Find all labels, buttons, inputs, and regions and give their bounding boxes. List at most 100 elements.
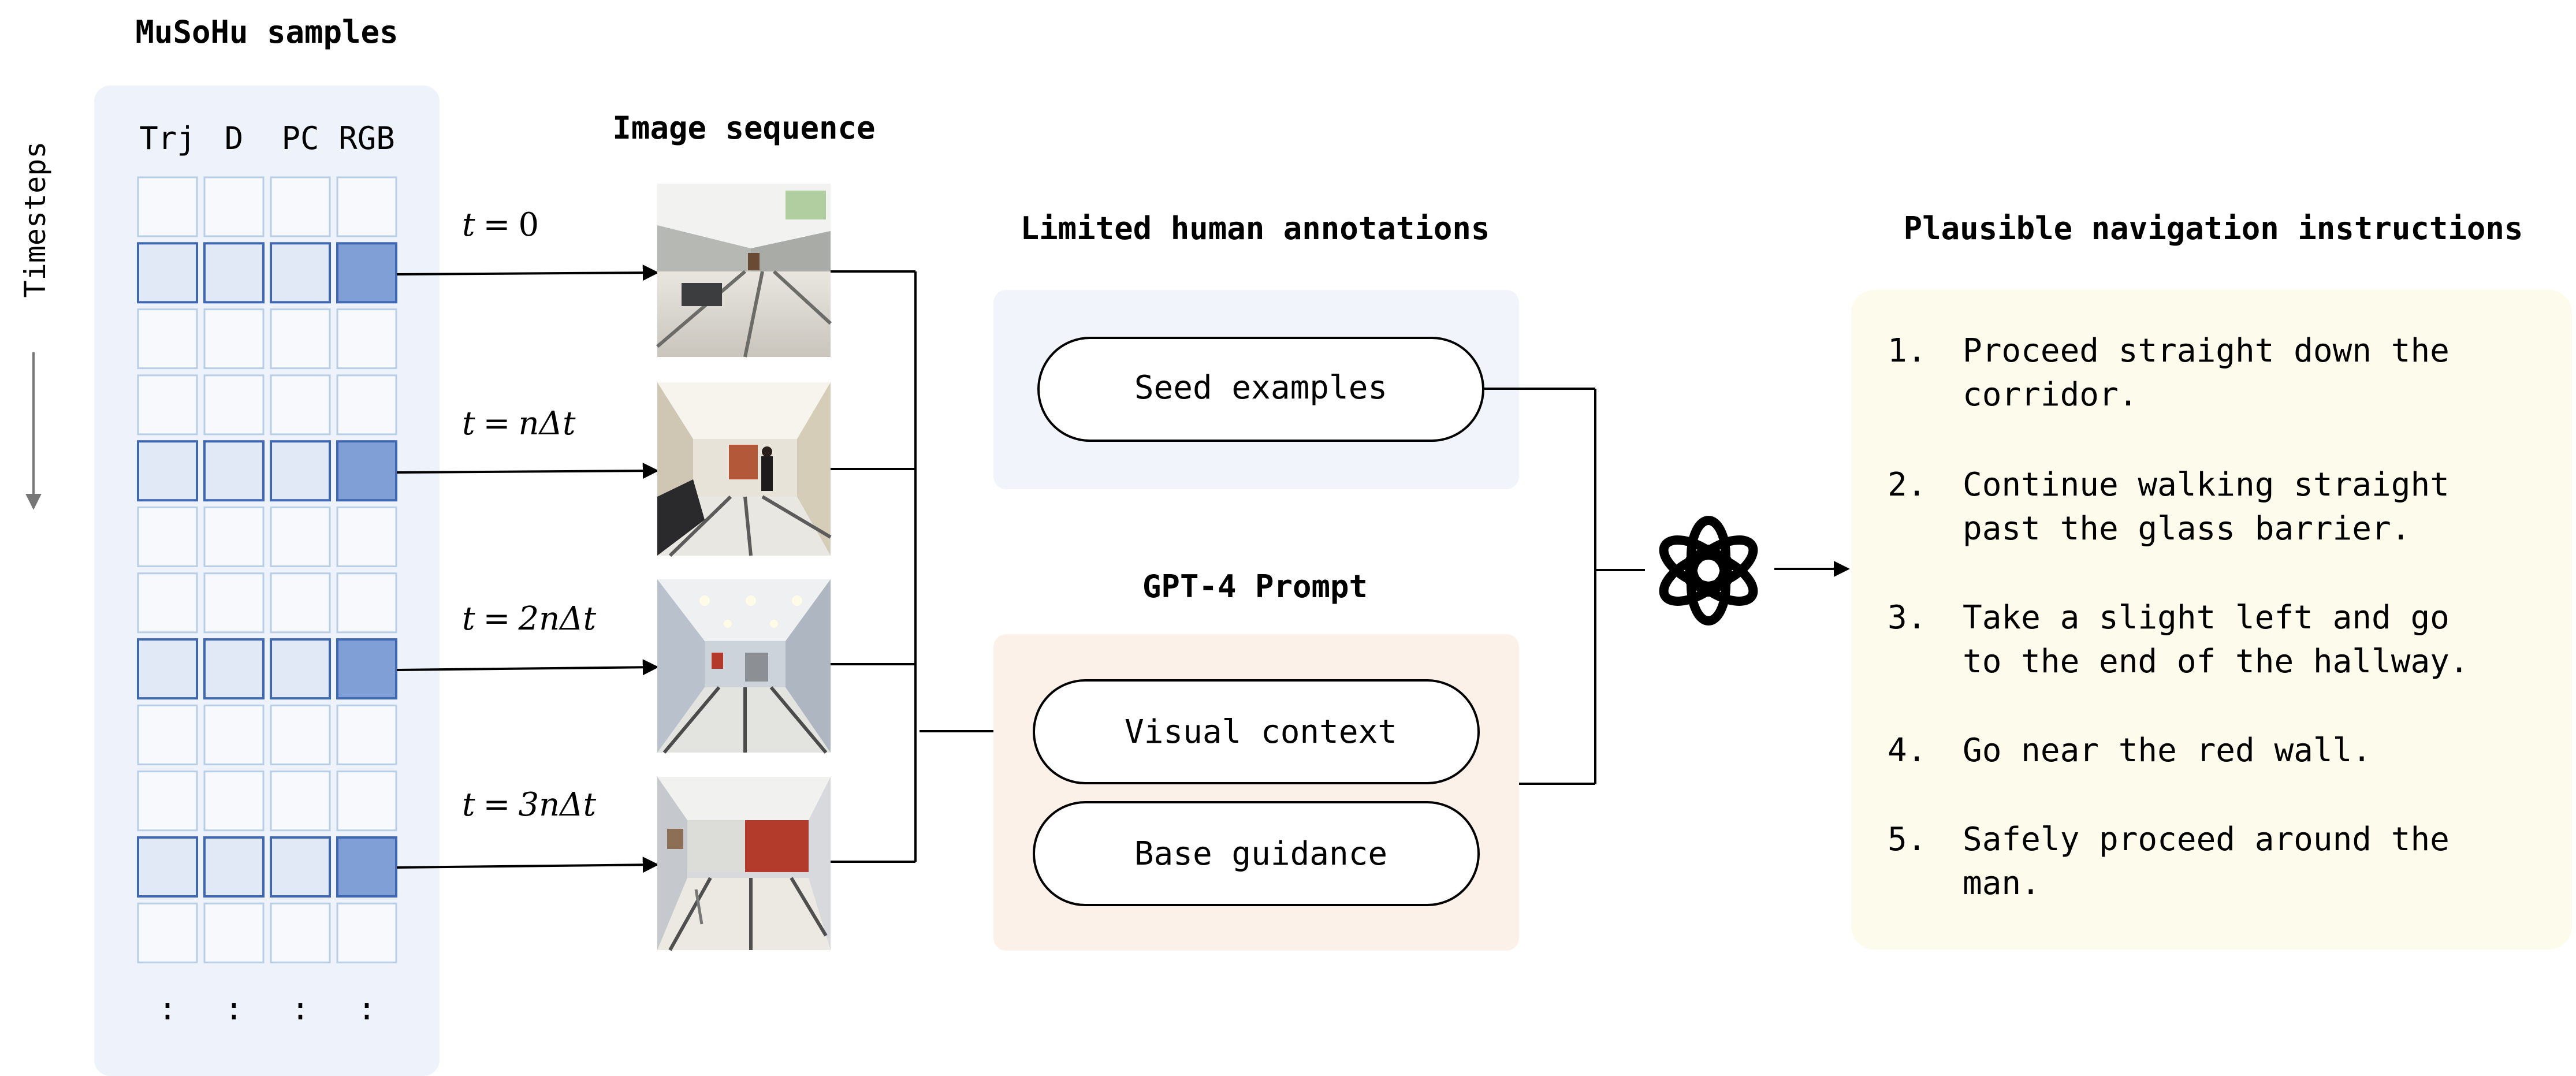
column-header-d: D xyxy=(225,120,244,157)
sample-cell-pc xyxy=(270,176,331,237)
sample-cell-d xyxy=(203,176,265,237)
image-sequence-title: Image sequence xyxy=(612,110,875,146)
sample-cell-pc xyxy=(270,704,331,765)
sample-cell-highlighted-rgb xyxy=(336,242,397,304)
instructions-panel xyxy=(1851,290,2572,950)
sample-cell-trj xyxy=(137,374,198,435)
sample-cell-trj xyxy=(137,704,198,765)
sample-cell-d xyxy=(203,704,265,765)
corridor-image-1 xyxy=(657,382,832,557)
instruction-number-4: 4. xyxy=(1888,732,1926,769)
sample-cell-highlighted-d xyxy=(203,242,265,304)
ellipsis-d: : xyxy=(225,991,244,1027)
sample-cell-highlighted-pc xyxy=(270,638,331,700)
gpt-input-connector xyxy=(1483,388,1645,785)
sample-cell-highlighted-d xyxy=(203,836,265,898)
sample-cell-trj xyxy=(137,176,198,237)
sample-cell-pc xyxy=(270,507,331,567)
sample-cell-highlighted-d xyxy=(203,440,265,502)
instruction-number-5: 5. xyxy=(1888,821,1926,858)
corridor-image-0 xyxy=(656,184,832,358)
corridor-image-2 xyxy=(657,579,831,754)
visual-context-label: Visual context xyxy=(1125,713,1397,751)
base-guidance-box xyxy=(1033,801,1480,906)
sample-cell-highlighted-rgb xyxy=(336,440,397,502)
sample-cell-rgb xyxy=(336,374,397,435)
sample-cell-pc xyxy=(270,308,331,370)
visual-context-box xyxy=(1033,679,1480,784)
sample-cell-trj xyxy=(137,507,198,567)
instruction-line-5a: Safely proceed around the xyxy=(1963,821,2450,858)
sample-cell-trj xyxy=(137,902,198,963)
arrow-rgb-to-image-3 xyxy=(396,857,659,873)
seed-examples-label: Seed examples xyxy=(1134,369,1387,407)
instruction-item-4: 4. Go near the red wall. xyxy=(1888,732,2372,769)
arrow-rgb-to-image-0 xyxy=(396,265,659,281)
corridor-image-3 xyxy=(657,777,831,951)
instruction-number-2: 2. xyxy=(1888,466,1926,504)
timestep-label-1: t=nΔt xyxy=(462,405,576,442)
instruction-line-1b: corridor. xyxy=(1963,376,2138,414)
sample-cell-highlighted-pc xyxy=(270,440,331,502)
ellipsis-trj: : xyxy=(158,991,177,1027)
samples-grid xyxy=(137,176,397,963)
sample-cell-highlighted-d xyxy=(203,638,265,700)
sample-cell-d xyxy=(203,770,265,832)
sample-cell-pc xyxy=(270,770,331,832)
sample-cell-rgb xyxy=(336,902,397,963)
image-bracket-connector xyxy=(831,270,917,863)
sample-cell-highlighted-trj xyxy=(137,836,198,898)
instruction-number-3: 3. xyxy=(1888,599,1926,636)
instruction-line-2a: Continue walking straight xyxy=(1963,466,2450,504)
sample-cell-d xyxy=(203,572,265,634)
sample-cell-highlighted-rgb xyxy=(336,836,397,898)
openai-logo-icon xyxy=(1659,516,1758,626)
sample-cell-highlighted-rgb xyxy=(336,638,397,700)
instructions-title: Plausible navigation instructions xyxy=(1904,210,2523,247)
column-header-trj: Trj xyxy=(139,120,196,157)
sample-cell-d xyxy=(203,902,265,963)
instruction-number-1: 1. xyxy=(1888,332,1926,370)
samples-title: MuSoHu samples xyxy=(135,14,398,50)
sample-cell-trj xyxy=(137,572,198,634)
sample-cell-highlighted-pc xyxy=(270,836,331,898)
prompt-title: GPT-4 Prompt xyxy=(1142,568,1368,605)
sample-cell-rgb xyxy=(336,308,397,370)
instruction-line-2b: past the glass barrier. xyxy=(1963,510,2410,548)
base-guidance-label: Base guidance xyxy=(1134,835,1387,873)
sample-cell-d xyxy=(203,507,265,567)
timestep-label-0: t=0 xyxy=(462,206,539,244)
instruction-line-3b: to the end of the hallway. xyxy=(1963,643,2469,680)
timesteps-label: Timesteps xyxy=(18,142,52,298)
annotations-title: Limited human annotations xyxy=(1021,210,1490,247)
instruction-item-2: 2. Continue walking straight past the gl… xyxy=(1888,466,2450,548)
instruction-line-4a: Go near the red wall. xyxy=(1963,732,2372,769)
ellipsis-rgb: : xyxy=(358,991,377,1027)
sample-cell-pc xyxy=(270,902,331,963)
instruction-item-1: 1. Proceed straight down the corridor. xyxy=(1888,332,2450,414)
sample-cell-trj xyxy=(137,308,198,370)
column-header-pc: PC xyxy=(281,120,319,157)
sample-cell-d xyxy=(203,308,265,370)
instruction-line-3a: Take a slight left and go xyxy=(1963,599,2450,636)
sample-cell-highlighted-trj xyxy=(137,440,198,502)
sample-cell-highlighted-pc xyxy=(270,242,331,304)
sample-cell-rgb xyxy=(336,572,397,634)
sample-cell-d xyxy=(203,374,265,435)
column-header-rgb: RGB xyxy=(338,120,395,157)
instruction-item-5: 5. Safely proceed around the man. xyxy=(1888,821,2450,902)
ellipsis-pc: : xyxy=(291,991,310,1027)
sample-cell-trj xyxy=(137,770,198,832)
sample-cell-rgb xyxy=(336,507,397,567)
arrow-rgb-to-image-2 xyxy=(396,659,659,676)
sample-cell-pc xyxy=(270,572,331,634)
sample-cell-pc xyxy=(270,374,331,435)
arrow-rgb-to-image-1 xyxy=(396,463,659,479)
timestep-label-3: t=3nΔt xyxy=(462,786,597,824)
instruction-line-5b: man. xyxy=(1963,865,2041,902)
timestep-label-2: t=2nΔt xyxy=(462,600,597,638)
sample-cell-highlighted-trj xyxy=(137,638,198,700)
sample-cell-rgb xyxy=(336,770,397,832)
sample-cell-rgb xyxy=(336,176,397,237)
